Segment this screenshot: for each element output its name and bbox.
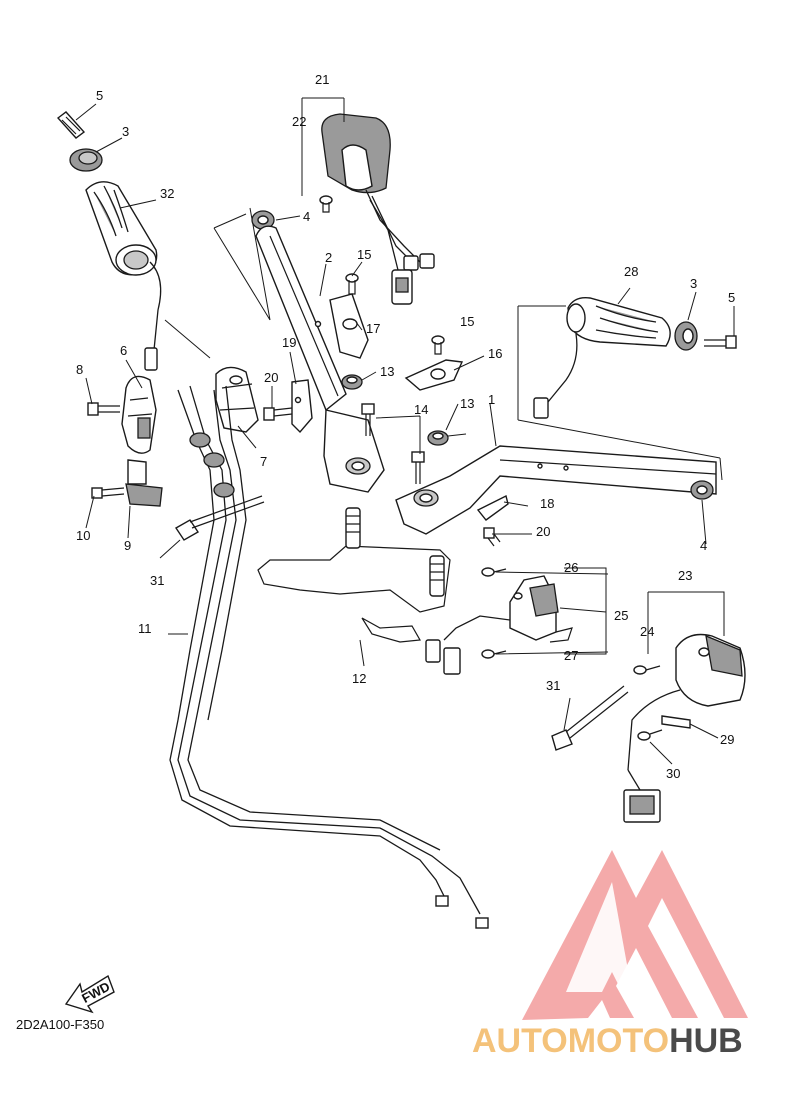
callout-label: 22 xyxy=(292,114,306,129)
switch-part-25 xyxy=(425,575,573,675)
callout-label: 31 xyxy=(546,678,560,693)
bracket-part-19 xyxy=(291,379,313,434)
callout-label: 25 xyxy=(614,608,628,623)
watermark-text-part1: AUTOMOTO xyxy=(472,1022,670,1060)
bracket-part-18 xyxy=(476,494,509,521)
callout-label: 13 xyxy=(460,396,474,411)
screw-part-22 xyxy=(319,195,333,213)
screw-part-27 xyxy=(481,649,507,659)
callout-label: 32 xyxy=(160,186,174,201)
callout-label: 29 xyxy=(720,732,734,747)
handlebar-part-2 xyxy=(255,225,385,493)
callout-label: 17 xyxy=(366,321,380,336)
nut-part-13-right xyxy=(427,430,449,446)
callout-label: 31 xyxy=(150,573,164,588)
callout-label: 2 xyxy=(325,250,332,265)
end-weight-part-3-left xyxy=(69,148,103,172)
callout-label: 30 xyxy=(666,766,680,781)
callout-label: 10 xyxy=(76,528,90,543)
callout-label: 9 xyxy=(124,538,131,553)
callout-label: 23 xyxy=(678,568,692,583)
callout-label: 14 xyxy=(414,402,428,417)
callout-label: 3 xyxy=(690,276,697,291)
callout-label: 7 xyxy=(260,454,267,469)
bolt-part-5-left xyxy=(56,111,86,139)
cable-part-11 xyxy=(169,385,489,929)
bolt-part-20-left xyxy=(263,407,293,421)
callout-label: 15 xyxy=(460,314,474,329)
document-code: 2D2A100-F350 xyxy=(16,1017,105,1032)
callout-label: 20 xyxy=(536,524,550,539)
callout-label: 5 xyxy=(96,88,103,103)
callout-label: 11 xyxy=(138,621,152,636)
screw-part-24 xyxy=(633,665,661,675)
callout-label: 12 xyxy=(352,671,366,686)
plate-part-16 xyxy=(404,359,464,391)
relation-line-right xyxy=(517,305,723,481)
callout-label: 20 xyxy=(264,370,278,385)
callout-label: 4 xyxy=(303,209,310,224)
callout-label: 18 xyxy=(540,496,554,511)
callout-label: 26 xyxy=(564,560,578,575)
nut-part-13-left xyxy=(341,374,363,390)
switch-part-23 xyxy=(623,633,746,823)
cable-tie-part-31-left xyxy=(175,495,265,541)
forward-arrow-icon: FWD xyxy=(64,974,115,1014)
watermark-text-part2: HUB xyxy=(669,1022,743,1060)
screw-part-26 xyxy=(481,567,507,577)
callout-label: 8 xyxy=(76,362,83,377)
bolt-part-10 xyxy=(91,487,125,499)
callout-label: 6 xyxy=(120,343,127,358)
callout-label: 3 xyxy=(122,124,129,139)
callout-label: 16 xyxy=(488,346,502,361)
callout-label: 15 xyxy=(357,247,371,262)
callout-label: 24 xyxy=(640,624,654,639)
plate-part-17 xyxy=(329,293,369,359)
callout-label: 21 xyxy=(315,72,329,87)
callout-label: 1 xyxy=(488,392,495,407)
bushing-part-4-right xyxy=(690,480,714,500)
callout-label: 19 xyxy=(282,335,296,350)
bolt-part-8 xyxy=(87,402,120,416)
screw-part-15-right xyxy=(431,335,445,355)
leader-lines xyxy=(75,97,735,765)
switch-part-21 xyxy=(321,113,435,305)
end-weight-part-3-right xyxy=(674,321,698,351)
clip-part-29 xyxy=(661,715,691,729)
callout-label: 5 xyxy=(728,290,735,305)
watermark-wordmark: AUTOMOTOHUB xyxy=(472,1022,743,1061)
relation-line-left xyxy=(164,207,271,359)
holder-part-12 xyxy=(257,507,451,643)
bolt-part-5-right xyxy=(704,335,737,349)
callout-label: 4 xyxy=(700,538,707,553)
callout-label: 13 xyxy=(380,364,394,379)
bolt-part-20-right xyxy=(483,527,501,547)
callout-label: 28 xyxy=(624,264,638,279)
automotohub-logo-icon xyxy=(522,850,748,1020)
clamp-part-9 xyxy=(125,459,163,507)
handlebar-part-1 xyxy=(395,445,717,535)
screw-part-15-top xyxy=(345,273,359,295)
grip-part-32 xyxy=(85,181,162,371)
lever-holder-part-6 xyxy=(121,375,157,454)
cable-tie-part-31-right xyxy=(551,685,629,751)
bolt-part-14 xyxy=(361,403,425,484)
screw-part-30 xyxy=(637,729,663,741)
grip-part-28 xyxy=(533,297,671,419)
callout-label: 27 xyxy=(564,648,578,663)
throttle-housing-part-7 xyxy=(215,366,259,433)
bushing-part-4-top xyxy=(251,210,275,230)
